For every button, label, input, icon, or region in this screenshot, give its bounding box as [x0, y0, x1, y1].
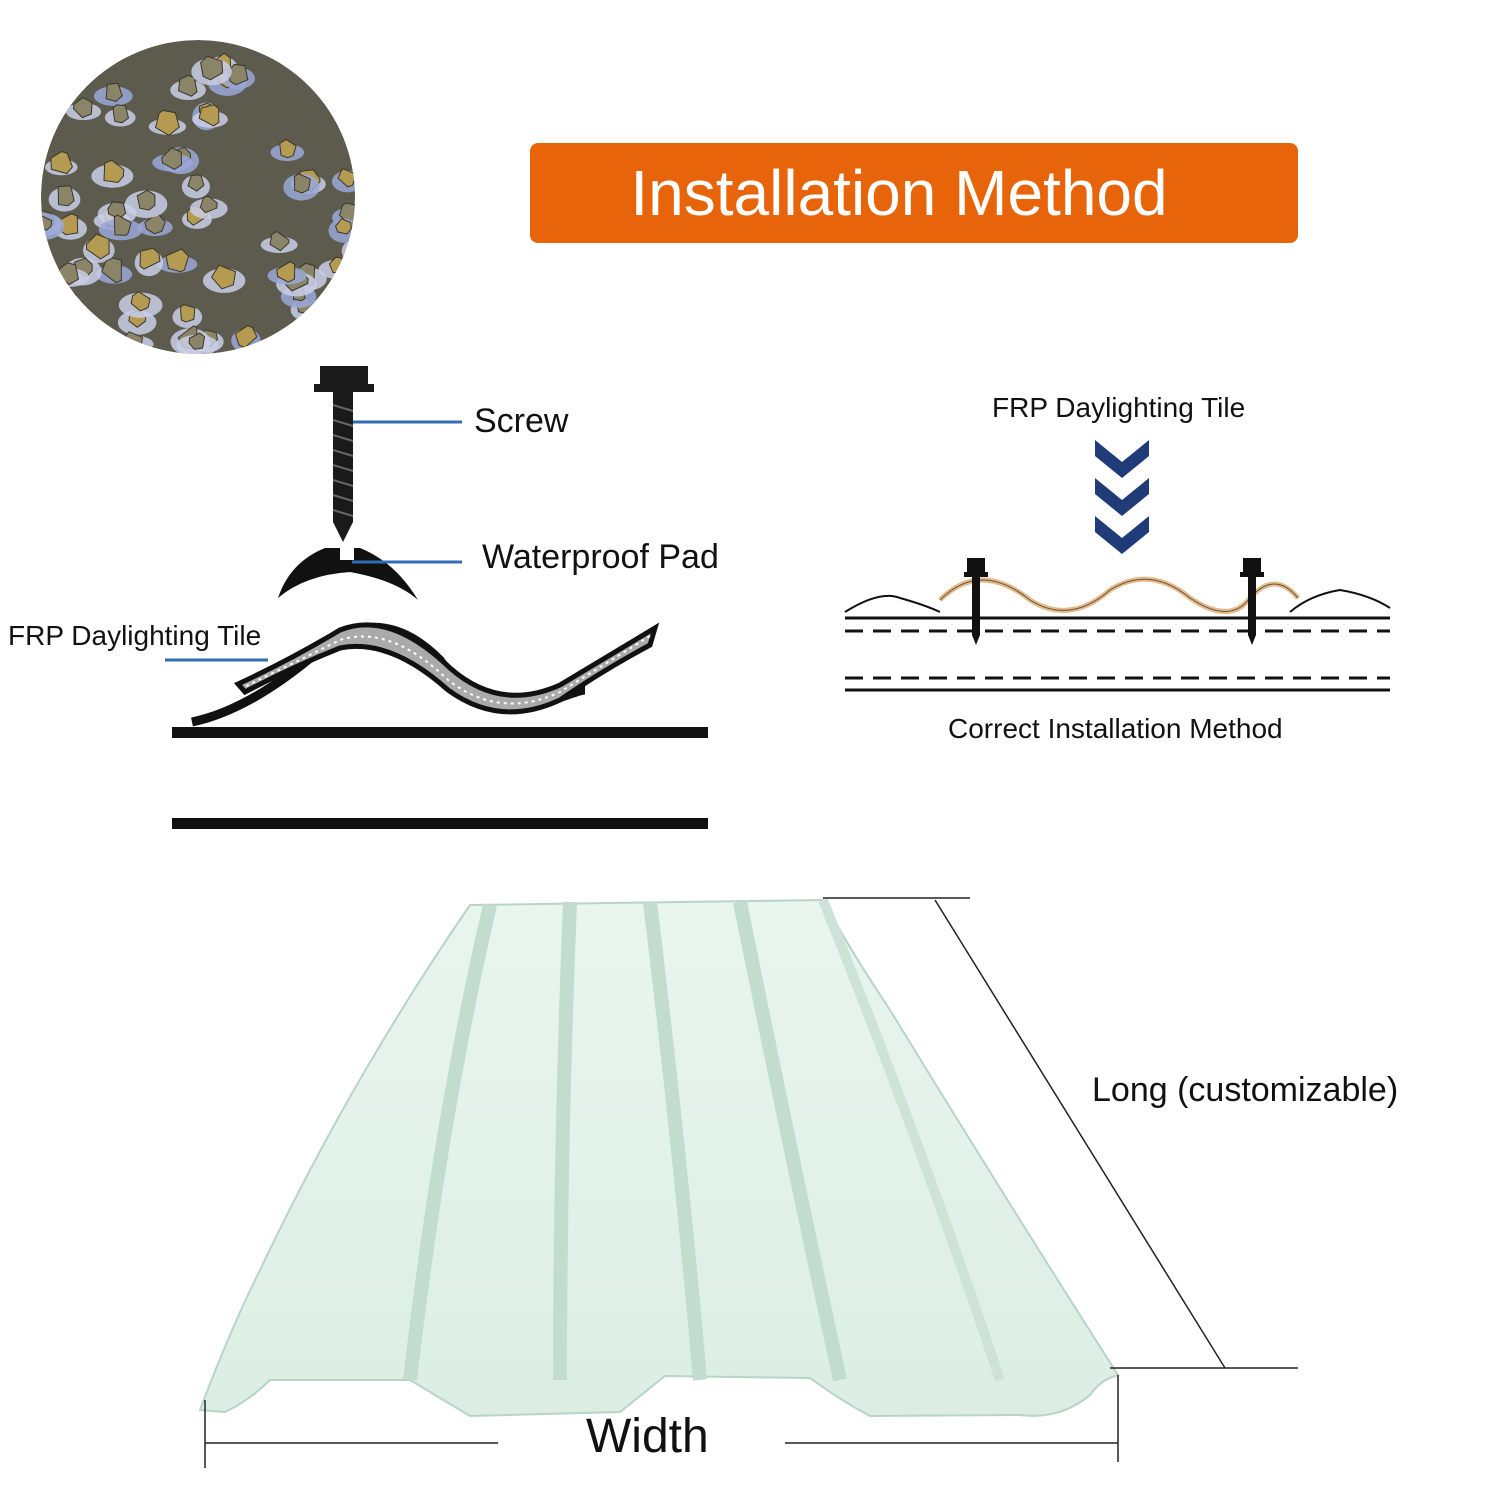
- width-dimension-label: Width: [586, 1410, 709, 1463]
- left-installation-diagram: [165, 366, 708, 829]
- screw-label: Screw: [474, 402, 569, 440]
- frp-tile-label-left: FRP Daylighting Tile: [8, 620, 262, 651]
- frp-tile-label-right: FRP Daylighting Tile: [992, 392, 1246, 423]
- frp-sheet-illustration: [198, 897, 1298, 1468]
- waterproof-pad-label: Waterproof Pad: [482, 538, 719, 576]
- length-dimension-label: Long (customizable): [1092, 1071, 1399, 1109]
- screw-icon: [964, 558, 988, 645]
- page-title: Installation Method: [630, 157, 1168, 229]
- title-banner: Installation Method: [530, 143, 1298, 243]
- screws-photo: [41, 40, 355, 354]
- down-chevrons-icon: [1095, 440, 1149, 554]
- screw-icon: [1240, 558, 1264, 645]
- purlin-top: [172, 727, 708, 738]
- screw-icon: [314, 366, 374, 542]
- waterproof-pad-icon: [278, 548, 418, 600]
- purlin-bottom: [172, 818, 708, 829]
- correct-installation-caption: Correct Installation Method: [948, 713, 1283, 744]
- right-installation-diagram: [844, 440, 1391, 692]
- frp-tile-profile-icon: [191, 622, 660, 727]
